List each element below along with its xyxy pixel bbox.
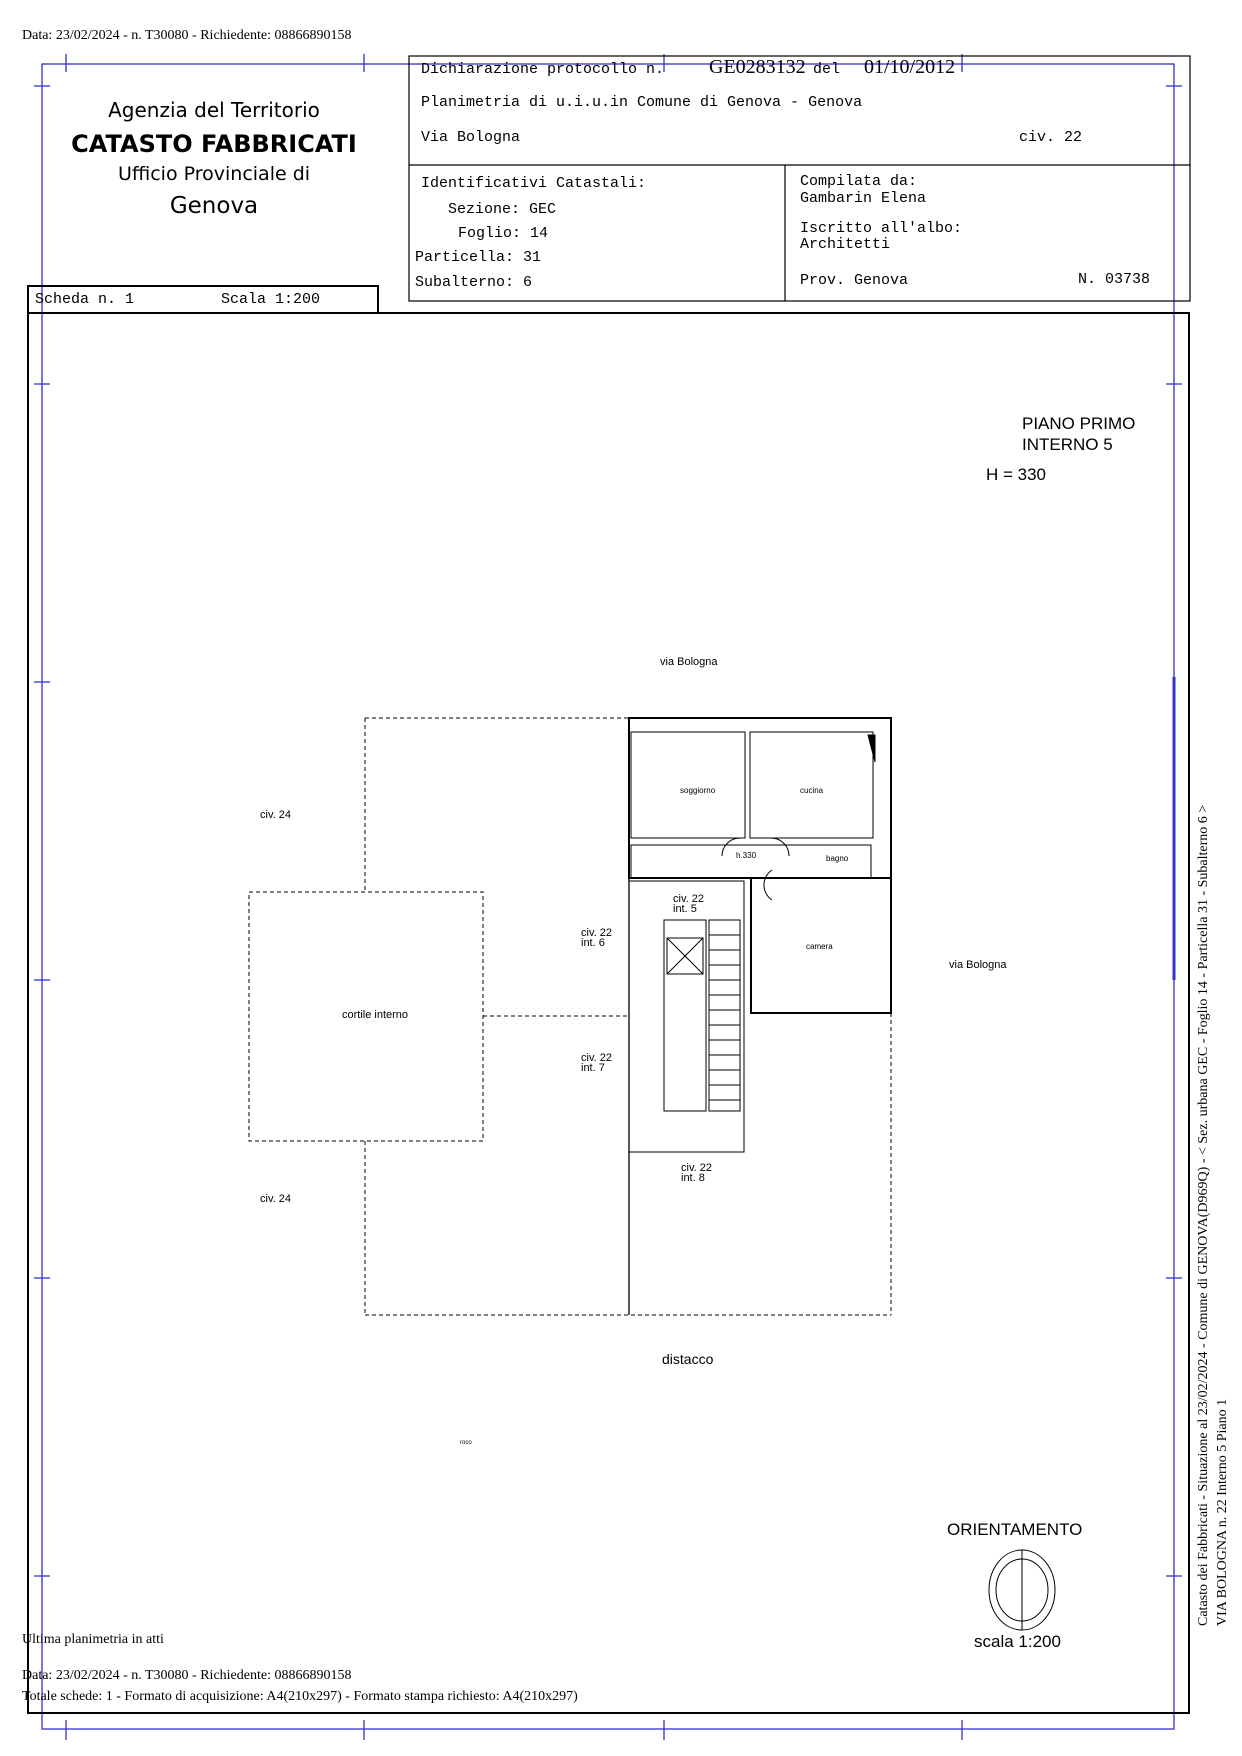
int: int. 6 xyxy=(581,937,605,949)
footer-request-line: Data: 23/02/2024 - n. T30080 - Richieden… xyxy=(22,1668,352,1683)
compiler-name: Gambarin Elena xyxy=(800,190,927,207)
subalterno: Subalterno: 6 xyxy=(415,274,533,291)
compiled-by-label: Compilata da: xyxy=(800,173,918,190)
room-soggiorno: soggiorno xyxy=(680,786,716,795)
floor-label: PIANO PRIMO xyxy=(1022,414,1136,433)
orientation-label: ORIENTAMENTO xyxy=(947,1520,1083,1539)
ident-title: Identificativi Catastali: xyxy=(421,175,647,192)
blue-frame xyxy=(34,54,1182,1740)
compass-icon xyxy=(988,1549,1056,1631)
label-civ24-top: civ. 24 xyxy=(260,809,291,821)
albo-label: Iscritto all'albo: xyxy=(800,220,963,237)
civ: civ. 22 xyxy=(673,893,704,905)
foglio: Foglio: 14 xyxy=(458,225,549,242)
street-right: via Bologna xyxy=(949,959,1007,971)
civ: civ. 22 xyxy=(581,927,612,939)
room-bagno: bagno xyxy=(826,854,849,863)
side-situation-text: Catasto dei Fabbricati - Situazione al 2… xyxy=(1196,804,1211,1626)
int: int. 8 xyxy=(681,1172,705,1184)
office-city: Genova xyxy=(169,193,259,219)
orientation-scale: scala 1:200 xyxy=(974,1632,1061,1651)
sheet-number: Scheda n. 1 xyxy=(35,291,135,308)
footer-format-line: Totale schede: 1 - Formato di acquisizio… xyxy=(22,1689,578,1704)
side-address-text: VIA BOLOGNA n. 22 Interno 5 Piano 1 xyxy=(1215,1398,1230,1626)
last-plan-note: Ultima planimetria in atti xyxy=(22,1632,164,1647)
interno-label: INTERNO 5 xyxy=(1022,435,1113,454)
register-number: N. 03738 xyxy=(1078,271,1151,288)
declaration-label: Dichiarazione protocollo n. xyxy=(421,61,665,78)
label-small: roco xyxy=(460,1440,472,1446)
int: int. 5 xyxy=(673,903,697,915)
catasto-title: CATASTO FABBRICATI xyxy=(71,130,357,158)
planimetria-line: Planimetria di u.i.u.in Comune di Genova… xyxy=(421,94,863,111)
street: Via Bologna xyxy=(421,129,521,146)
label-civ24-bottom: civ. 24 xyxy=(260,1193,291,1205)
civ: civ. 22 xyxy=(681,1162,712,1174)
top-request-line: Data: 23/02/2024 - n. T30080 - Richieden… xyxy=(22,28,352,43)
height-label: H = 330 xyxy=(986,465,1047,484)
civ: civ. 22 xyxy=(581,1052,612,1064)
particella: Particella: 31 xyxy=(415,249,542,266)
province: Prov. Genova xyxy=(800,272,909,289)
protocol-number: GE0283132 xyxy=(709,56,806,78)
floor-plan xyxy=(248,717,892,1316)
civic-number: civ. 22 xyxy=(1019,129,1083,146)
room-hall: h.330 xyxy=(736,851,757,860)
room-camera: camera xyxy=(806,942,833,951)
street-top: via Bologna xyxy=(660,656,718,668)
int: int. 7 xyxy=(581,1062,605,1074)
del-label: del xyxy=(813,61,841,78)
declaration-date: 01/10/2012 xyxy=(864,56,956,78)
sezione: Sezione: GEC xyxy=(448,201,557,218)
albo: Architetti xyxy=(800,236,891,253)
office-name: Ufficio Provinciale di xyxy=(117,163,311,185)
label-cortile: cortile interno xyxy=(342,1009,409,1021)
label-distacco: distacco xyxy=(662,1351,714,1367)
agency-name: Agenzia del Territorio xyxy=(108,98,320,122)
sheet-scale: Scala 1:200 xyxy=(221,291,321,308)
room-cucina: cucina xyxy=(800,786,824,795)
